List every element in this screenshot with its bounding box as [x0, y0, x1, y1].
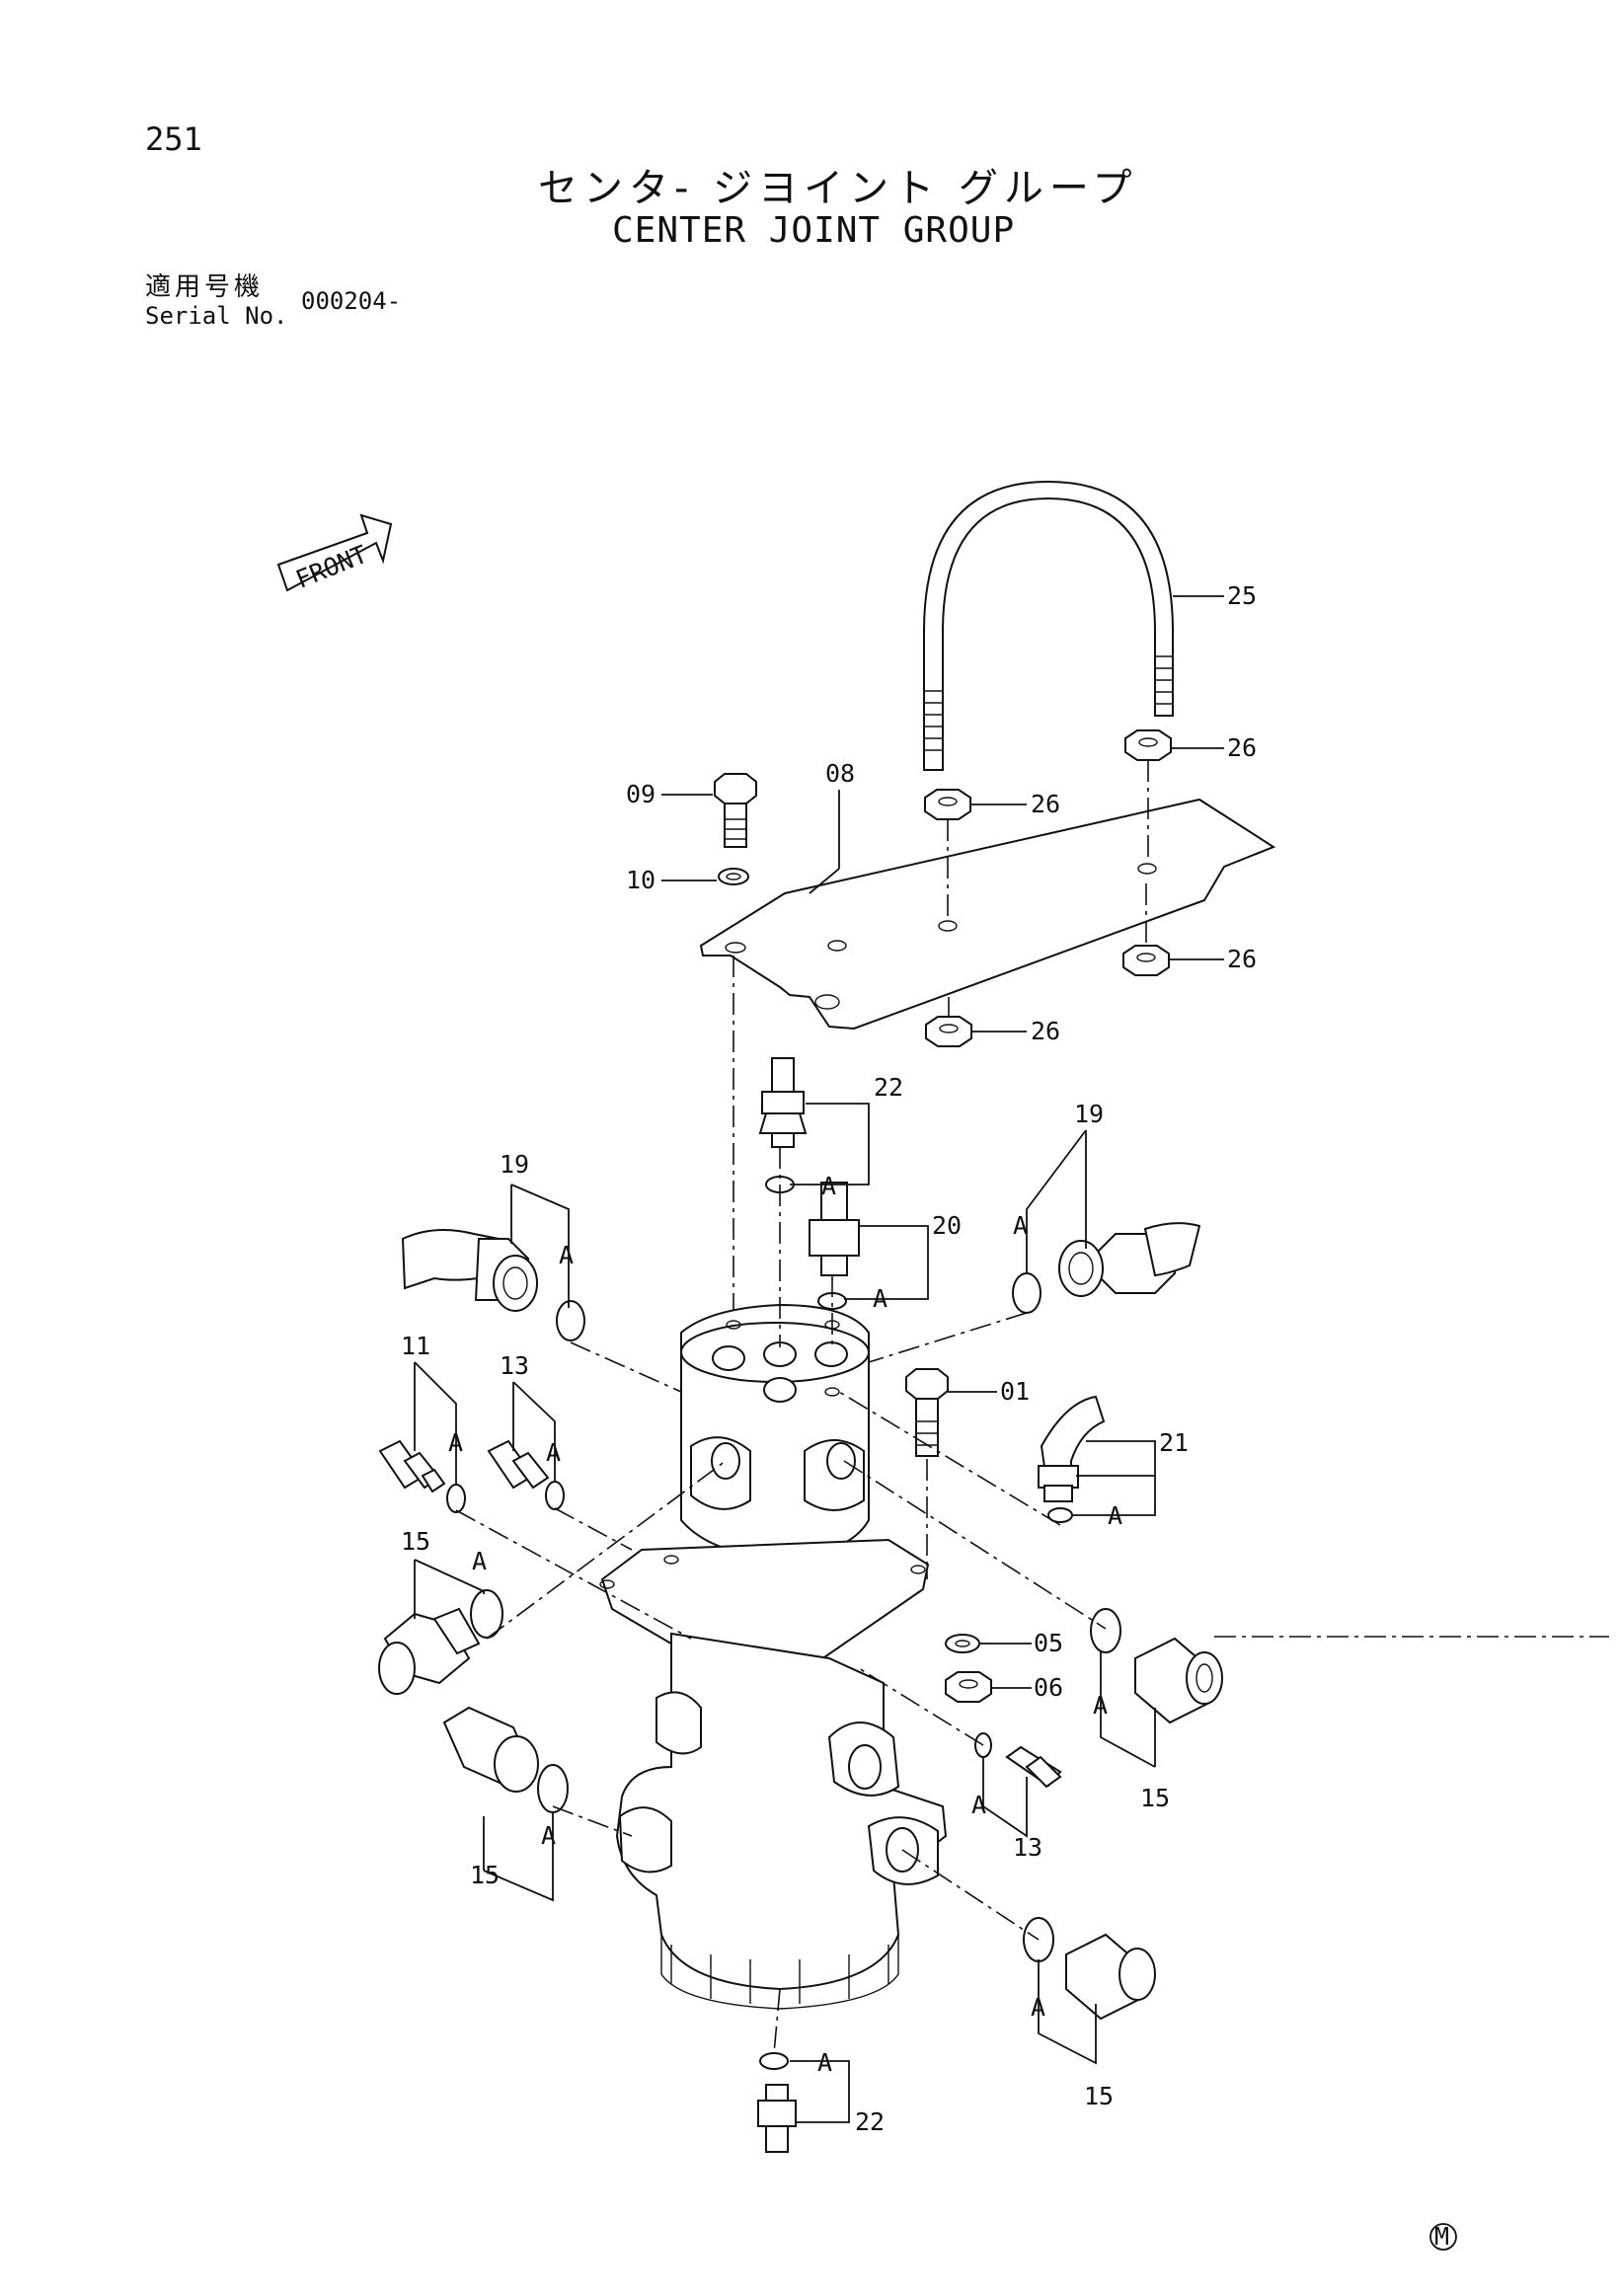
o-ring — [1090, 1608, 1121, 1653]
callout-a: A — [971, 1791, 986, 1819]
elbow-fitting — [401, 1229, 538, 1312]
serial-label-english: Serial No. — [145, 302, 288, 330]
fitting — [378, 1439, 446, 1493]
callout-a: A — [541, 1821, 556, 1850]
o-ring — [1012, 1272, 1041, 1314]
callout-25: 25 — [1227, 581, 1257, 610]
spring-washer — [718, 868, 749, 885]
adapter-fitting — [809, 1182, 860, 1276]
fitting — [1005, 1745, 1062, 1789]
bracket-plate — [699, 798, 1276, 1031]
callout-19: 19 — [500, 1150, 529, 1179]
straight-fitting — [378, 1607, 481, 1695]
leader-lines — [414, 595, 1224, 2123]
page-number: 251 — [145, 120, 202, 158]
hex-nut — [945, 1671, 992, 1703]
callout-a: A — [1108, 1501, 1122, 1530]
callout-09: 09 — [626, 780, 656, 808]
footer-mark-label: M — [1434, 2222, 1449, 2251]
o-ring — [470, 1589, 503, 1639]
callout-a: A — [546, 1438, 561, 1467]
fitting — [487, 1439, 550, 1490]
callout-21: 21 — [1159, 1428, 1189, 1457]
fitting — [758, 1057, 808, 1148]
callout-a: A — [1031, 1993, 1045, 2022]
elbow-fitting — [1038, 1395, 1106, 1502]
o-ring — [759, 2052, 789, 2070]
hex-nut — [925, 1016, 972, 1047]
callout-a: A — [817, 2048, 832, 2077]
serial-number-value: 000204- — [301, 287, 402, 315]
hex-nut — [1122, 945, 1170, 976]
hex-nut — [924, 789, 971, 820]
center-joint-body — [599, 1303, 948, 2010]
callout-a: A — [448, 1428, 463, 1457]
callout-13: 13 — [1013, 1833, 1042, 1862]
callout-a: A — [1093, 1691, 1108, 1720]
callout-01: 01 — [1000, 1377, 1030, 1406]
callout-26: 26 — [1031, 790, 1060, 818]
serial-label-japanese: 適用号機 — [145, 272, 265, 302]
straight-fitting — [1065, 1933, 1156, 2021]
front-arrow-icon: FRONT — [276, 513, 393, 594]
callout-a: A — [821, 1172, 836, 1200]
callout-13: 13 — [500, 1351, 529, 1380]
callout-a: A — [1013, 1211, 1028, 1240]
callout-10: 10 — [626, 866, 656, 894]
callout-26: 26 — [1031, 1017, 1060, 1045]
callout-19: 19 — [1074, 1100, 1104, 1128]
footer-mark-icon: M — [1429, 2222, 1457, 2251]
callout-06: 06 — [1034, 1673, 1063, 1702]
callout-a: A — [873, 1284, 887, 1313]
spring-washer — [945, 1634, 980, 1653]
u-bolt — [923, 480, 1174, 771]
callout-15: 15 — [1140, 1784, 1170, 1812]
title-japanese: センタ- ジヨイント グループ — [538, 166, 1138, 211]
hex-bolt — [714, 773, 757, 848]
callout-26: 26 — [1227, 945, 1257, 973]
callout-22: 22 — [855, 2107, 885, 2136]
hex-bolt — [905, 1368, 949, 1457]
callout-22: 22 — [874, 1073, 903, 1102]
o-ring — [545, 1481, 565, 1510]
o-ring — [556, 1300, 585, 1341]
callout-11: 11 — [401, 1332, 430, 1360]
straight-fitting — [442, 1706, 539, 1793]
callout-08: 08 — [825, 759, 855, 788]
callout-05: 05 — [1034, 1629, 1063, 1657]
callout-26: 26 — [1227, 733, 1257, 762]
fitting — [757, 2084, 797, 2153]
callout-15: 15 — [401, 1527, 430, 1556]
title-english: CENTER JOINT GROUP — [612, 210, 1016, 251]
callout-a: A — [472, 1547, 487, 1575]
callout-15: 15 — [1084, 2082, 1114, 2110]
hex-nut — [1124, 729, 1172, 761]
elbow-fitting — [1058, 1222, 1201, 1297]
callout-15: 15 — [470, 1861, 500, 1889]
callout-20: 20 — [932, 1211, 962, 1240]
straight-fitting — [1134, 1637, 1223, 1724]
callout-a: A — [559, 1241, 574, 1269]
o-ring — [537, 1764, 569, 1813]
o-ring — [446, 1484, 466, 1513]
